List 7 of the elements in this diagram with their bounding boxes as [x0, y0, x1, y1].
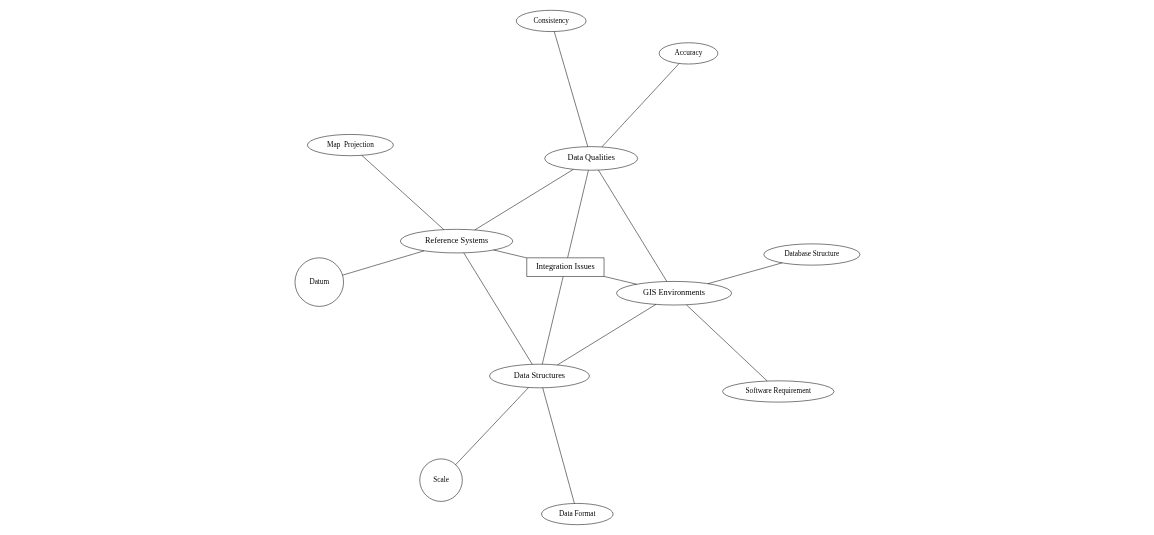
node-box: Integration Issues	[526, 257, 604, 277]
node-ellipse: Data Structures	[488, 363, 590, 389]
node-ellipse: GIS Environments	[615, 281, 732, 306]
node-ellipse: Data Qualities	[544, 146, 638, 171]
node-ellipse: Reference Systems	[399, 229, 513, 254]
connector	[707, 262, 782, 284]
connector	[556, 304, 656, 366]
